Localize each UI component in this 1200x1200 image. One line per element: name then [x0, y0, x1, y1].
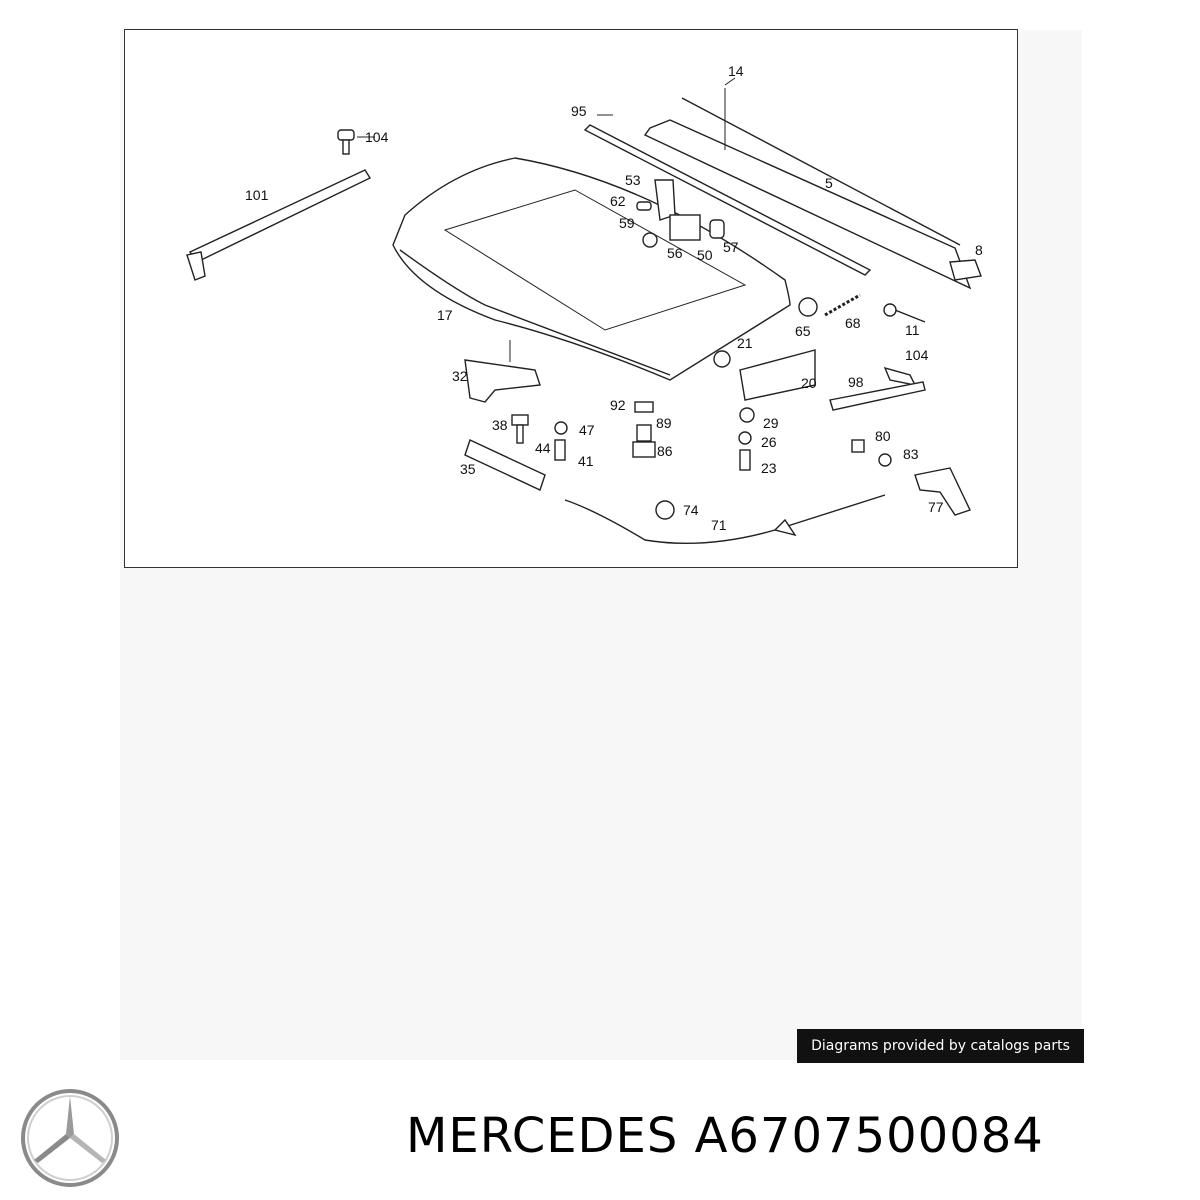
callout: 95 — [571, 103, 587, 119]
callout: 11 — [905, 322, 920, 338]
callout: 20 — [801, 375, 817, 391]
callout: 47 — [579, 422, 595, 438]
callout: 26 — [761, 434, 777, 450]
callout: 89 — [656, 415, 672, 431]
callout: 65 — [795, 323, 811, 339]
callout: 104 — [905, 347, 929, 363]
callout: 77 — [928, 499, 944, 515]
part-number: A6707500084 — [694, 1108, 1044, 1164]
callout: 14 — [728, 63, 744, 79]
callout: 44 — [535, 440, 551, 456]
callout: 21 — [737, 335, 753, 351]
diagram-credit-caption: Diagrams provided by catalogs parts — [797, 1029, 1084, 1063]
callout: 74 — [683, 502, 699, 518]
callout: 57 — [723, 239, 739, 255]
parts-diagram: 104 101 95 14 53 62 59 56 50 57 5 8 17 6… — [124, 29, 1018, 568]
callout: 62 — [610, 193, 626, 209]
callout: 92 — [610, 397, 626, 413]
support-rod — [188, 169, 372, 263]
callout: 41 — [578, 453, 594, 469]
callout: 5 — [825, 175, 833, 191]
brand-name: MERCEDES — [406, 1108, 679, 1164]
callout: 80 — [875, 428, 891, 444]
callout: 71 — [711, 517, 727, 533]
callout: 98 — [848, 374, 864, 390]
callout: 83 — [903, 446, 919, 462]
callout: 50 — [697, 247, 713, 263]
callout: 32 — [452, 368, 468, 384]
exploded-view-drawing: 104 101 95 14 53 62 59 56 50 57 5 8 17 6… — [186, 63, 983, 545]
hood-panel — [392, 157, 791, 381]
callout: 8 — [975, 242, 983, 258]
callout: 23 — [761, 460, 777, 476]
callout: 59 — [619, 215, 635, 231]
callout: 53 — [625, 172, 641, 188]
callout: 38 — [492, 417, 508, 433]
callout: 17 — [437, 307, 453, 323]
callout: 68 — [845, 315, 861, 331]
callout: 29 — [763, 415, 779, 431]
callout: 35 — [460, 461, 476, 477]
callout: 86 — [657, 443, 673, 459]
callout: 56 — [667, 245, 683, 261]
callout: 104 — [365, 129, 389, 145]
mercedes-star-icon — [20, 1088, 120, 1188]
trim-strip — [583, 124, 872, 276]
part-title: MERCEDES A6707500084 — [406, 1108, 1044, 1164]
callout: 101 — [245, 187, 269, 203]
